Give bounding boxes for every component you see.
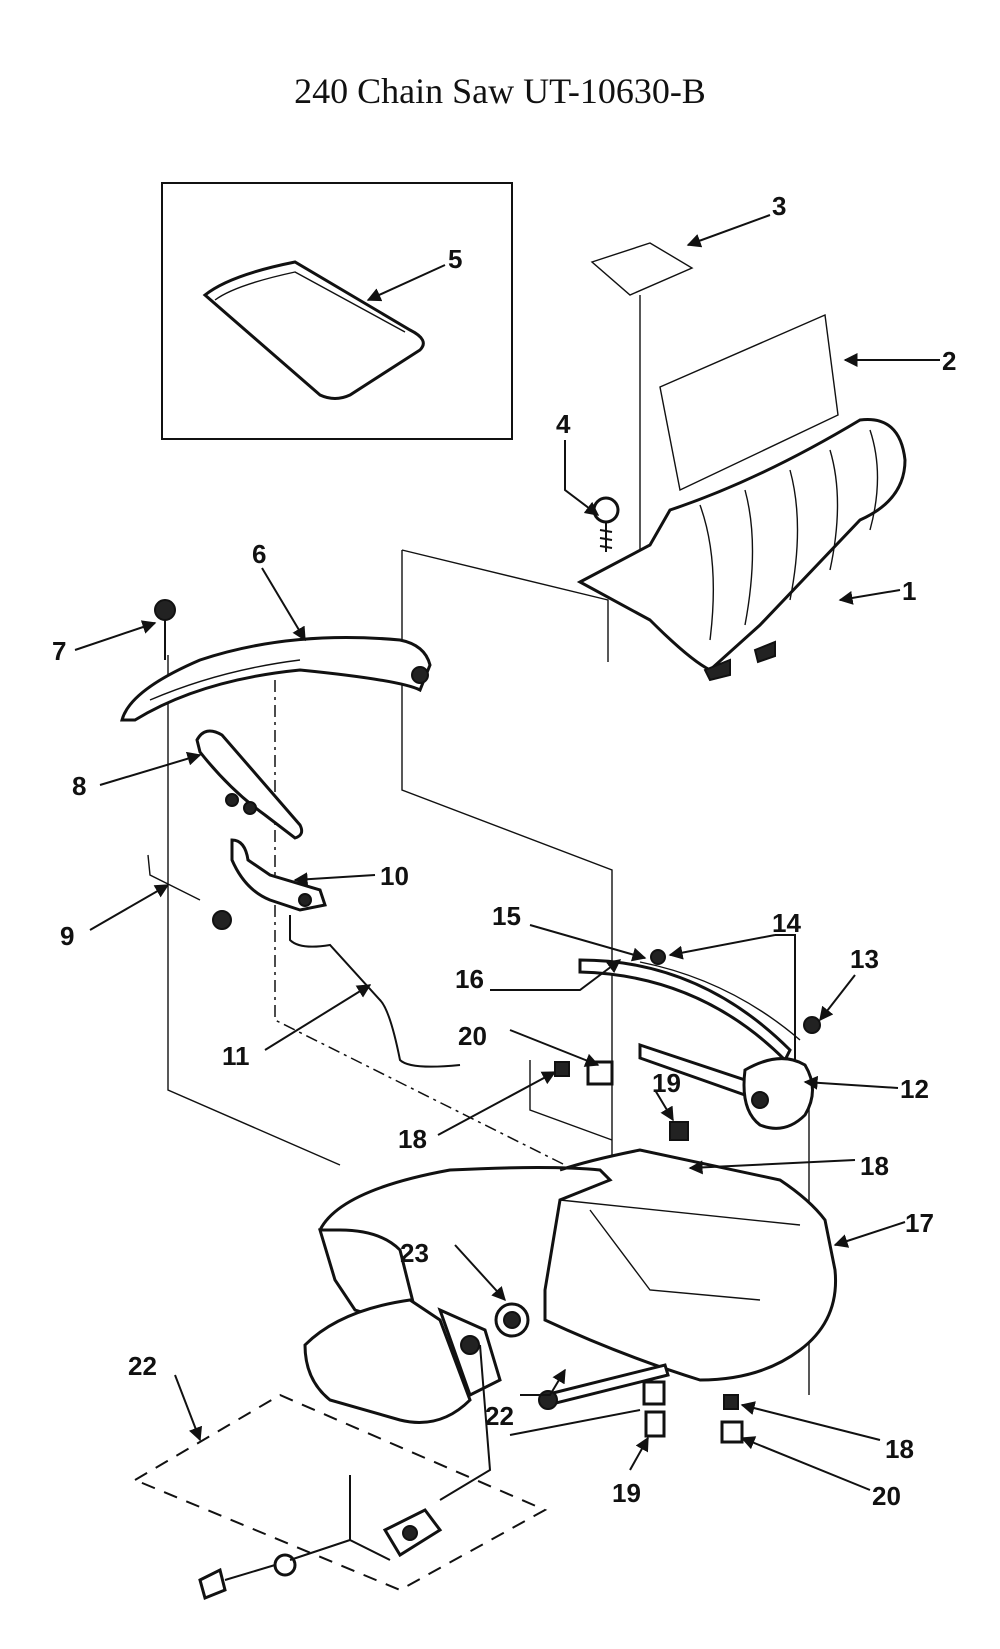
callout-15: 15 <box>492 901 521 931</box>
decal-part-3 <box>590 242 694 590</box>
callout-2: 2 <box>942 346 956 376</box>
callout-20-upper: 20 <box>458 1021 487 1051</box>
callout-11: 11 <box>222 1041 250 1071</box>
callout-17: 17 <box>905 1208 934 1238</box>
callout-16: 16 <box>455 964 484 994</box>
callout-22-bolt: 22 <box>485 1401 514 1431</box>
callout-10: 10 <box>380 861 409 891</box>
callout-20-lower: 20 <box>872 1481 901 1511</box>
callout-1: 1 <box>902 576 916 606</box>
callout-19-upper: 19 <box>652 1068 681 1098</box>
callout-8: 8 <box>72 771 86 801</box>
nut-part-23 <box>494 1302 530 1338</box>
callout-7: 7 <box>52 636 66 666</box>
filter-sheet-part-2 <box>659 313 839 492</box>
screw-part-4 <box>592 496 620 552</box>
callout-19-lower: 19 <box>612 1478 641 1508</box>
wire-part-11 <box>289 915 461 1068</box>
diagram-title: 240 Chain Saw UT-10630-B <box>294 71 706 111</box>
callout-3: 3 <box>772 191 786 221</box>
cover-part-1 <box>576 418 907 682</box>
inset-box <box>161 182 513 440</box>
callout-5: 5 <box>448 244 462 274</box>
handle-part-6 <box>120 636 432 722</box>
callout-4: 4 <box>556 409 571 439</box>
callout-22-left: 22 <box>128 1351 157 1381</box>
leader-arrows <box>74 214 940 1491</box>
callout-18-lower: 18 <box>885 1434 914 1464</box>
pump-part-12 <box>638 1016 821 1130</box>
callout-23: 23 <box>400 1238 429 1268</box>
lever-part-10 <box>230 838 327 912</box>
callout-labels: 1 2 3 4 5 6 7 8 9 10 11 12 13 14 15 16 1… <box>52 191 956 1511</box>
spring-part-9 <box>147 854 232 930</box>
tube-part-16 <box>578 949 801 1063</box>
callout-13: 13 <box>850 944 879 974</box>
dashed-kit-box-22 <box>132 1344 548 1601</box>
callout-18-upper: 18 <box>398 1124 427 1154</box>
trigger-part-8 <box>195 729 304 840</box>
callout-18-right: 18 <box>860 1151 889 1181</box>
callout-12: 12 <box>900 1074 929 1104</box>
callout-9: 9 <box>60 921 74 951</box>
callout-14: 14 <box>772 908 801 938</box>
screw-part-7 <box>154 599 176 660</box>
callout-6: 6 <box>252 539 266 569</box>
housing-part-17 <box>303 1148 838 1424</box>
